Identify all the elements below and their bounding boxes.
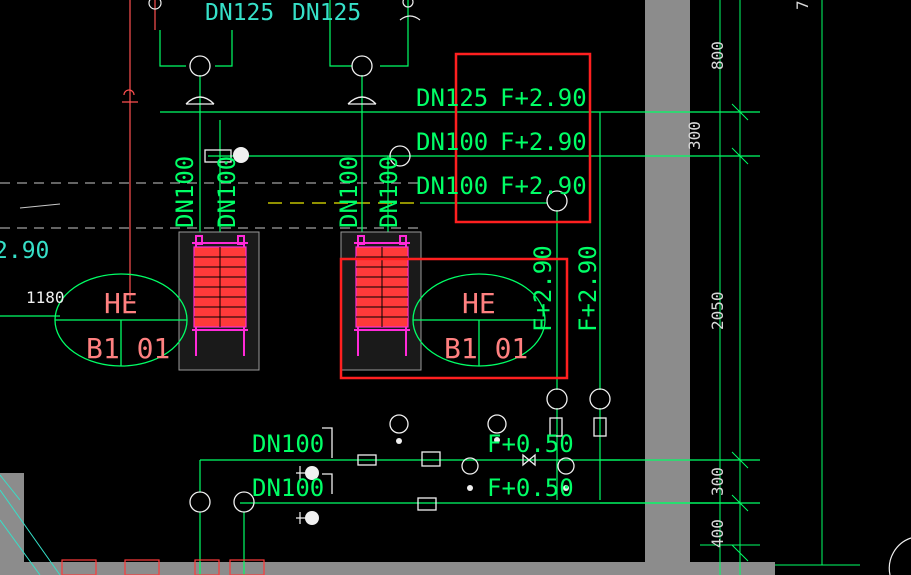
dimension-800: 800: [708, 41, 727, 70]
box-line-2-elev: F+2.90: [500, 128, 587, 156]
dimension-300-upper: 300: [685, 121, 704, 150]
exchanger-2-tag-bottom: B1 01: [444, 332, 528, 365]
dimension-400: 400: [708, 519, 727, 548]
wall-column: [645, 0, 690, 575]
lower-pipe-2-size: DN100: [252, 474, 324, 502]
dashed-duct: [0, 182, 420, 229]
exchanger-1-tag-top: HE: [104, 287, 138, 320]
pipe-network: [0, 0, 760, 575]
exchanger-left: [178, 231, 260, 371]
dimension-lines: [700, 0, 860, 575]
dimension-2050: 2050: [708, 291, 727, 330]
exchanger-2-tag-top: HE: [462, 287, 496, 320]
lower-pipe-1-size: DN100: [252, 430, 324, 458]
red-bottom-boxes: [61, 559, 265, 575]
box-line-1-size: DN125: [416, 84, 488, 112]
floor-slab: [0, 562, 775, 575]
highlight-box-pipes: [454, 52, 592, 224]
highlight-box-exchanger: [339, 257, 569, 380]
diagonal-lines: [0, 474, 61, 575]
vertical-elevation-1: F+2.90: [529, 245, 557, 332]
top-label-1: DN125: [205, 0, 274, 26]
box-line-1-elev: F+2.90: [500, 84, 587, 112]
exchanger-right: [340, 231, 422, 371]
riser-label-1: DN100: [171, 156, 199, 228]
red-pipes-left: [122, 0, 156, 300]
left-elevation: 2.90: [0, 238, 49, 264]
corner-arc: [888, 537, 911, 575]
edge-mark: 7: [793, 0, 812, 10]
valve-handles: [148, 0, 421, 524]
box-line-3-elev: F+2.90: [500, 172, 587, 200]
box-line-3-size: DN100: [416, 172, 488, 200]
box-line-2-size: DN100: [416, 128, 488, 156]
riser-label-3: DN100: [335, 156, 363, 228]
top-label-2: DN125: [292, 0, 361, 26]
duct-break: [19, 203, 61, 209]
riser-label-4: DN100: [375, 156, 403, 228]
tag-ellipses: [54, 273, 546, 367]
wall-stub: [0, 473, 24, 575]
riser-symbols: [185, 55, 611, 513]
vertical-elevation-2: F+2.90: [574, 245, 602, 332]
left-dimension: 1180: [26, 288, 65, 307]
riser-label-2: DN100: [213, 156, 241, 228]
lower-pipe-1-elev: F+0.50: [487, 430, 574, 458]
exchanger-1-tag-bottom: B1 01: [86, 332, 170, 365]
lower-pipe-2-elev: F+0.50: [487, 474, 574, 502]
dimension-300-lower: 300: [708, 467, 727, 496]
